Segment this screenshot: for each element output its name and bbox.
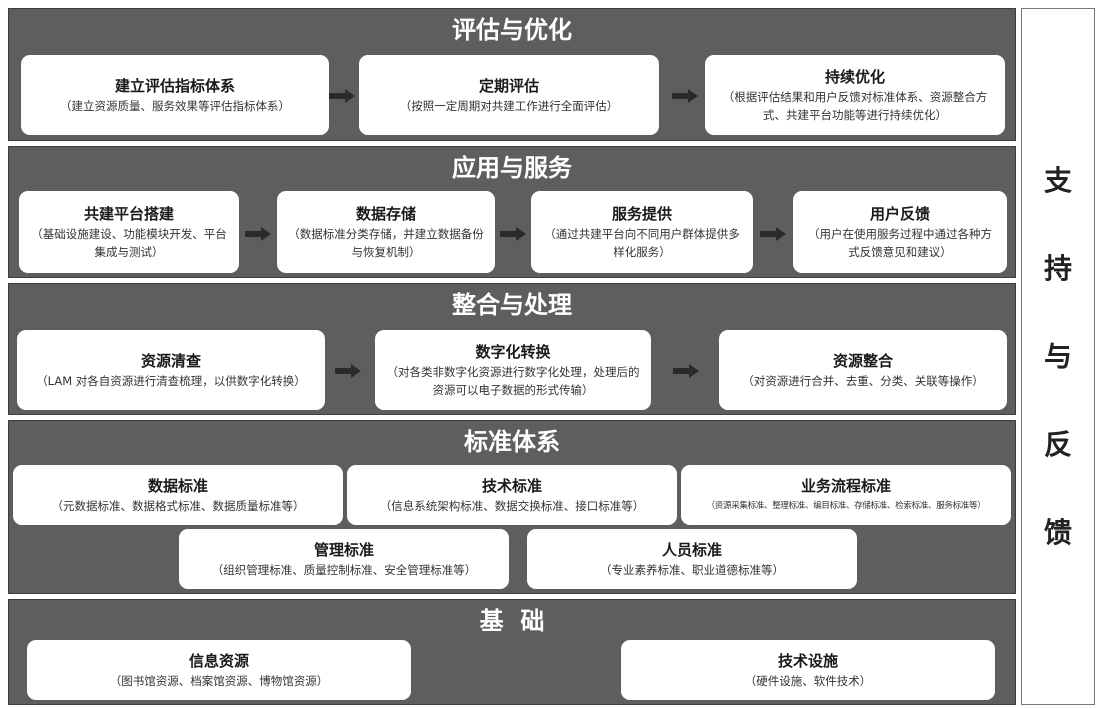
layer-title: 基 础: [479, 607, 545, 635]
card-continuous-optimization: 持续优化 （根据评估结果和用户反馈对标准体系、资源整合方式、共建平台功能等进行持…: [705, 55, 1005, 135]
card-title: 业务流程标准: [800, 477, 891, 495]
card-title: 技术标准: [481, 477, 542, 495]
card-business-process-standard: 业务流程标准 （资源采集标准、整理标准、编目标准、存储标准、检索标准、服务标准等…: [681, 465, 1011, 525]
layer-integration: 整合与处理 资源清查 （LAM 对各自资源进行清查梳理，以供数字化转换） 数字化…: [8, 283, 1016, 415]
card-desc: （资源采集标准、整理标准、编目标准、存储标准、检索标准、服务标准等）: [706, 501, 986, 511]
layer-evaluation: 评估与优化 建立评估指标体系 （建立资源质量、服务效果等评估指标体系） 定期评估…: [8, 8, 1016, 141]
card-title: 数字化转换: [475, 343, 551, 361]
arrow-right-icon: [672, 89, 698, 103]
card-title: 服务提供: [611, 205, 672, 223]
card-build-evaluation-index: 建立评估指标体系 （建立资源质量、服务效果等评估指标体系）: [21, 55, 329, 135]
support-feedback-panel: 支 持 与 反 馈: [1021, 8, 1095, 705]
side-char: 反: [1043, 427, 1072, 461]
card-title: 资源清查: [140, 352, 201, 370]
card-title: 持续优化: [824, 68, 885, 86]
layer-service: 应用与服务 共建平台搭建 （基础设施建设、功能模块开发、平台集成与测试） 数据存…: [8, 146, 1016, 278]
card-desc: （专业素养标准、职业道德标准等）: [600, 563, 784, 577]
card-resource-integration: 资源整合 （对资源进行合并、去重、分类、关联等操作）: [719, 330, 1007, 410]
card-title: 共建平台搭建: [83, 205, 174, 223]
arrow-right-icon: [673, 364, 699, 378]
arrow-right-icon: [760, 227, 786, 241]
card-resource-inventory: 资源清查 （LAM 对各自资源进行清查梳理，以供数字化转换）: [17, 330, 325, 410]
card-title: 数据标准: [147, 477, 208, 495]
card-periodic-evaluation: 定期评估 （按照一定周期对共建工作进行全面评估）: [359, 55, 659, 135]
arrow-right-icon: [335, 364, 361, 378]
card-desc: （根据评估结果和用户反馈对标准体系、资源整合方式、共建平台功能等进行持续优化）: [722, 90, 988, 122]
arrow-right-icon: [500, 227, 526, 241]
card-data-storage: 数据存储 （数据标准分类存储，并建立数据备份与恢复机制）: [277, 191, 495, 273]
card-desc: （图书馆资源、档案馆资源、博物馆资源）: [109, 674, 329, 688]
arrow-right-icon: [329, 89, 355, 103]
arrow-right-icon: [245, 227, 271, 241]
layer-title: 评估与优化: [452, 16, 572, 44]
card-tech-facilities: 技术设施 （硬件设施、软件技术）: [621, 640, 995, 700]
card-desc: （用户在使用服务过程中通过各种方式反馈意见和建议）: [808, 227, 992, 259]
side-char: 持: [1043, 251, 1072, 285]
card-data-standard: 数据标准 （元数据标准、数据格式标准、数据质量标准等）: [13, 465, 343, 525]
card-personnel-standard: 人员标准 （专业素养标准、职业道德标准等）: [527, 529, 857, 589]
card-desc: （对资源进行合并、去重、分类、关联等操作）: [742, 374, 984, 388]
card-desc: （LAM 对各自资源进行清查梳理，以供数字化转换）: [36, 374, 306, 388]
card-desc: （元数据标准、数据格式标准、数据质量标准等）: [51, 499, 305, 513]
card-title: 人员标准: [661, 541, 722, 559]
side-char: 与: [1043, 339, 1072, 373]
card-desc: （通过共建平台向不同用户群体提供多样化服务）: [544, 227, 740, 259]
layer-standards: 标准体系 数据标准 （元数据标准、数据格式标准、数据质量标准等） 技术标准 （信…: [8, 420, 1016, 594]
card-desc: （基础设施建设、功能模块开发、平台集成与测试）: [31, 227, 227, 259]
card-service-provision: 服务提供 （通过共建平台向不同用户群体提供多样化服务）: [531, 191, 753, 273]
card-desc: （按照一定周期对共建工作进行全面评估）: [399, 99, 619, 113]
card-title: 建立评估指标体系: [114, 77, 235, 95]
card-desc: （组织管理标准、质量控制标准、安全管理标准等）: [211, 563, 477, 577]
side-char: 支: [1043, 163, 1072, 197]
card-information-resources: 信息资源 （图书馆资源、档案馆资源、博物馆资源）: [27, 640, 411, 700]
card-title: 数据存储: [355, 205, 416, 223]
layer-title: 应用与服务: [452, 154, 572, 182]
card-title: 资源整合: [832, 352, 893, 370]
card-desc: （对各类非数字化资源进行数字化处理，处理后的资源可以电子数据的形式传输）: [386, 365, 640, 397]
card-title: 管理标准: [313, 541, 374, 559]
card-desc: （硬件设施、软件技术）: [744, 674, 872, 688]
layer-title: 整合与处理: [452, 291, 572, 319]
card-user-feedback: 用户反馈 （用户在使用服务过程中通过各种方式反馈意见和建议）: [793, 191, 1007, 273]
card-desc: （信息系统架构标准、数据交换标准、接口标准等）: [379, 499, 645, 513]
card-platform-build: 共建平台搭建 （基础设施建设、功能模块开发、平台集成与测试）: [19, 191, 239, 273]
side-char: 馈: [1043, 515, 1072, 549]
card-digital-conversion: 数字化转换 （对各类非数字化资源进行数字化处理，处理后的资源可以电子数据的形式传…: [375, 330, 651, 410]
card-title: 信息资源: [188, 652, 249, 670]
card-desc: （建立资源质量、服务效果等评估指标体系）: [60, 99, 290, 113]
layer-title: 标准体系: [464, 428, 560, 456]
card-tech-standard: 技术标准 （信息系统架构标准、数据交换标准、接口标准等）: [347, 465, 677, 525]
layer-foundation: 基 础 信息资源 （图书馆资源、档案馆资源、博物馆资源） 技术设施 （硬件设施、…: [8, 599, 1016, 705]
card-title: 技术设施: [777, 652, 838, 670]
card-title: 定期评估: [478, 77, 539, 95]
card-management-standard: 管理标准 （组织管理标准、质量控制标准、安全管理标准等）: [179, 529, 509, 589]
card-desc: （数据标准分类存储，并建立数据备份与恢复机制）: [288, 227, 484, 259]
card-title: 用户反馈: [869, 205, 930, 223]
